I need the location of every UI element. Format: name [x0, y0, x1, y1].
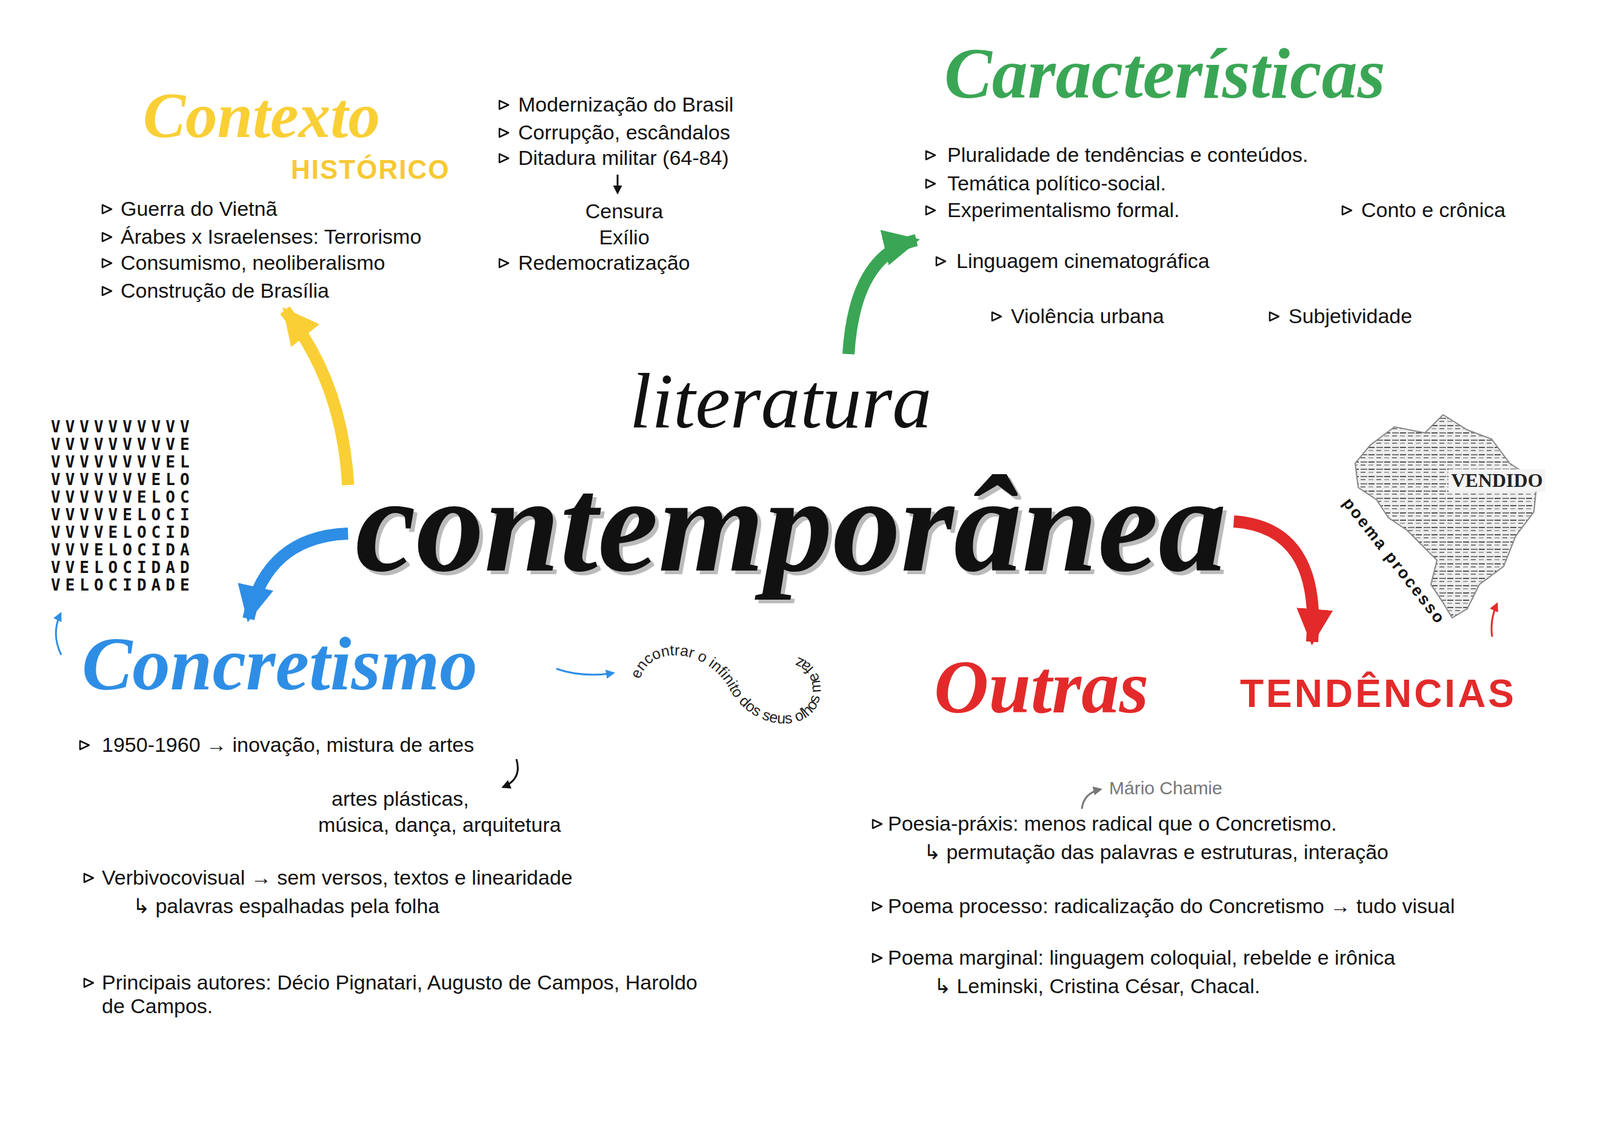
bullet-marker — [81, 975, 96, 990]
curved-arrow — [55, 613, 62, 655]
pattern-text: VVVVVELOCI — [50, 506, 195, 524]
bullet-marker — [100, 202, 114, 216]
central-title: literatura contemporânea — [347, 353, 1234, 600]
infinity-text: encontrar o infinito dos seus olhos me f… — [626, 641, 824, 727]
bullet-text: Redemocratização — [518, 250, 690, 275]
bullet-marker — [1267, 309, 1281, 324]
bullet-text: Violência urbana — [1010, 304, 1165, 328]
pointer-arrow — [1081, 789, 1101, 809]
title-word: contemporânea — [355, 456, 1227, 593]
stamp-text: VENDIDO — [1448, 469, 1545, 492]
branch-heading: Concretismo — [81, 626, 478, 702]
pointer-arrow — [556, 668, 614, 675]
bullet-marker — [81, 870, 96, 885]
infinity-text: encontrar o infinito dos seus olhos me f… — [626, 641, 824, 727]
brazil-newspaper-map — [1355, 414, 1537, 618]
branch-arrow — [248, 533, 348, 619]
bullet-text: Poema marginal: linguagem coloquial, reb… — [887, 945, 1396, 970]
bullet-marker — [496, 151, 511, 165]
sub-text: Censura — [585, 199, 664, 224]
bullet-text: 1950-1960 → inovação, mistura de artes — [101, 732, 474, 757]
branch-heading: Características — [944, 38, 1386, 110]
sub-text: música, dança, arquitetura — [318, 812, 562, 837]
bullet-marker — [870, 899, 884, 913]
bullet-text: Verbivocovisual → sem versos, textos e l… — [101, 865, 573, 890]
branch-heading: Outras — [933, 649, 1149, 725]
bullet-text: Corrupção, escândalos — [518, 120, 731, 145]
hook-arrow — [503, 758, 518, 787]
sub-text: Exílio — [598, 225, 650, 250]
bullet-marker — [933, 254, 948, 268]
bullet-marker — [496, 126, 511, 140]
bullet-text: Linguagem cinematográfica — [956, 249, 1210, 273]
pattern-text: VVVVVVELOC — [50, 488, 195, 507]
branch-arrow — [1233, 521, 1314, 642]
bullet-marker — [100, 256, 114, 270]
bullet-text: Construção de Brasília — [120, 278, 330, 303]
branch-arrow — [848, 240, 917, 354]
bullet-text: Conto e crônica — [1361, 198, 1506, 222]
pattern-text: VELOCIDADE — [50, 576, 195, 594]
sub-text: ↳ palavras espalhadas pela folha — [132, 893, 440, 918]
bullet-marker — [77, 738, 91, 752]
bullet-marker — [1340, 203, 1354, 217]
pattern-text: VVVVVVVELO — [50, 470, 195, 489]
bullet-marker — [989, 309, 1004, 324]
pattern-text: VVVVVVVVVE — [50, 435, 195, 454]
bullet-text: Subjetividade — [1288, 304, 1413, 328]
sub-heading: HISTÓRICO — [290, 154, 450, 186]
pattern-text: VVVELOCIDA — [50, 541, 195, 559]
bullet-marker — [100, 284, 114, 298]
branch-contexto: ContextoHISTÓRICO Guerra do VietnãÁrabes … — [92, 76, 741, 311]
sub-text: ↳ permutação das palavras e estruturas, … — [923, 840, 1389, 864]
title-word: literatura — [629, 361, 932, 440]
bullet-marker — [100, 230, 114, 244]
bullet-marker — [923, 148, 937, 162]
branch-caracteristicas: CaracterísticasPluralidade de tendências… — [916, 30, 1513, 336]
author-note: Mário Chamie — [1109, 777, 1223, 799]
sub-heading: TENDÊNCIAS — [1240, 671, 1517, 717]
bullet-text: Consumismo, neoliberalismo — [120, 250, 386, 275]
pattern-text: VVELOCIDAD — [50, 558, 195, 577]
bullet-text: Modernização do Brasil — [518, 92, 734, 117]
sub-text: artes plásticas, — [331, 786, 470, 811]
bullet-marker — [496, 98, 511, 112]
bullet-text: Árabes x Israelenses: Terrorismo — [120, 224, 422, 249]
bullet-marker — [923, 203, 937, 217]
sub-text: ↳ Leminski, Cristina César, Chacal. — [933, 973, 1260, 998]
bullet-marker — [870, 950, 884, 965]
bullet-marker — [496, 256, 511, 270]
bullet-text: Pluralidade de tendências e conteúdos. — [947, 143, 1308, 167]
pointer-arrow — [1491, 603, 1497, 637]
bullet-text: Guerra do Vietnã — [120, 196, 277, 221]
pattern-text: VVVVELOCID — [50, 523, 195, 542]
bullet-marker — [870, 816, 884, 831]
branch-arrow — [284, 310, 348, 485]
down-arrow — [616, 174, 619, 193]
pattern-text: VVVVVVVVVV — [50, 418, 195, 436]
bullet-text: Poesia-práxis: menos radical que o Concr… — [887, 811, 1337, 836]
bullet-text: Experimentalismo formal. — [947, 198, 1180, 222]
branch-concretismo: Concretismo 1950-1960 → inovação, mistura… — [70, 618, 716, 1026]
bullet-marker — [923, 176, 937, 191]
pattern-text: VVVVVVVVEL — [50, 453, 195, 471]
bullet-text: Ditadura militar (64-84) — [518, 146, 730, 170]
branch-outras: Outras TENDÊNCIAS Mário ChamiePoesia-práxi… — [863, 641, 1524, 1006]
branch-heading: Contexto — [143, 83, 380, 148]
bullet-text: Temática político-social. — [947, 171, 1167, 196]
bullet-text: Poema processo: radicalização do Concret… — [887, 893, 1455, 918]
bullet-text: Principais autores: Décio Pignatari, Aug… — [101, 970, 708, 1018]
infinity-poem: encontrar o infinito dos seus olhos me f… — [626, 641, 824, 727]
